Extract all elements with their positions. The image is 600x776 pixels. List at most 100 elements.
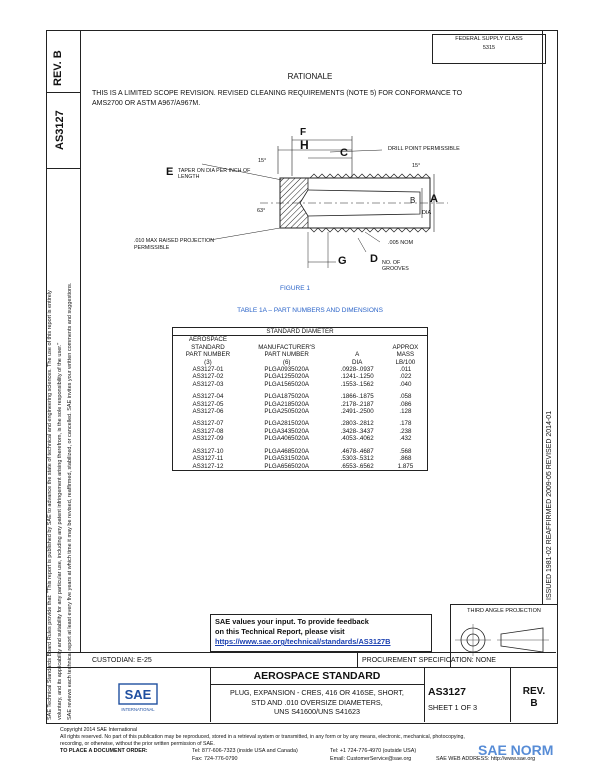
footer-order: TO PLACE A DOCUMENT ORDER:: [60, 748, 148, 754]
part-number-cell: AS3127-06: [171, 408, 243, 416]
table-spacer-row: [171, 415, 428, 421]
mass-cell: .868: [383, 455, 428, 463]
table-spacer-row: [171, 442, 428, 448]
angle-left: 63°: [257, 208, 266, 214]
description-line-2: STD AND .010 OVERSIZE DIAMETERS,: [251, 697, 383, 707]
title-block-divider-1: [210, 667, 211, 722]
diameter-cell: .6553-.6562: [330, 462, 384, 471]
rationale-text: THIS IS A LIMITED SCOPE REVISION. REVISE…: [92, 89, 532, 109]
dim-label-h: H: [300, 138, 309, 152]
figure-1-drawing: [201, 136, 448, 268]
table-spacer-row: [171, 388, 428, 394]
manufacturer-pn-cell: PLGA6565020A: [242, 462, 331, 471]
doc-box-divider: [46, 168, 80, 169]
federal-supply-class-box: FEDERAL SUPPLY CLASS 5315: [432, 34, 546, 64]
table-row: AS3127-06 PLGA2505020A .2491-.2500 .128: [171, 408, 428, 416]
dim-label-b: B: [410, 196, 416, 205]
part-number-cell: AS3127-08: [171, 427, 243, 436]
table-title: TABLE 1A – PART NUMBERS AND DIMENSIONS: [237, 307, 383, 314]
description-line-1: PLUG, EXPANSION - CRES, 416 OR 416SE, SH…: [230, 688, 404, 697]
footer-tel: Tel: 877-606-7323 (inside USA and Canada…: [192, 748, 298, 754]
dia-label: DIA: [422, 210, 432, 216]
footer-email: Email: CustomerService@sae.org: [330, 756, 412, 762]
manufacturer-pn-cell: PLGA3435020A: [264, 427, 310, 435]
part-number-cell: AS3127-01: [171, 366, 243, 374]
standard-title-underline: [210, 684, 424, 685]
rationale-line-2: AMS2700 OR ASTM A967/A967M.: [92, 100, 201, 107]
title-block-divider-top: [357, 652, 358, 667]
manufacturer-pn-cell: PLGA5315020A: [264, 455, 310, 463]
part-number-cell: AS3127-12: [171, 462, 243, 471]
dim-label-c: C: [340, 147, 348, 159]
diameter-cell: .1241-.1250: [340, 373, 374, 381]
part-number-cell: AS3127-11: [171, 455, 243, 463]
federal-supply-class-label: FEDERAL SUPPLY CLASS: [455, 36, 523, 42]
mass-cell: .058: [383, 393, 428, 401]
title-block-top-line: [46, 652, 556, 653]
spacer-cell: [171, 415, 243, 421]
diameter-cell: .5303-.5312: [340, 455, 374, 463]
manufacturer-pn-cell: PLGA1565020A: [264, 380, 310, 388]
spacer-cell: [383, 415, 428, 421]
footer-tel-2: Tel: +1 724-776-4970 (outside USA): [330, 748, 417, 754]
diameter-cell: .2491-.2500: [340, 408, 374, 416]
diameter-cell: .3428-.3437: [340, 427, 374, 435]
third-angle-label: THIRD ANGLE PROJECTION: [467, 608, 541, 614]
table-group-header-row: STANDARD DIAMETER: [172, 326, 428, 337]
feedback-line-2: on this Technical Report, please visit: [215, 627, 345, 636]
title-block-divider-2: [424, 667, 425, 722]
part-number-cell: AS3127-03: [171, 380, 243, 389]
revision-label: REV.: [522, 686, 546, 697]
issue-dates-strip: ISSUED 1981-02 REAFFIRMED 2009-05 REVISE…: [546, 410, 553, 600]
drill-point-note: DRILL POINT PERMISSIBLE: [388, 146, 460, 152]
manufacturer-pn-cell: PLGA2505020A: [264, 408, 310, 416]
standard-title: AEROSPACE STANDARD: [253, 670, 381, 682]
footer-fax: Fax: 724-776-0790: [192, 756, 238, 762]
procurement-text: PROCUREMENT SPECIFICATION: NONE: [362, 657, 496, 664]
manufacturer-pn-cell: PLGA1875020A: [264, 393, 310, 401]
manufacturer-pn-cell: PLGA4065020A: [264, 435, 310, 443]
doc-number-vertical: AS3127: [54, 110, 66, 150]
part-number-cell: AS3127-04: [171, 393, 243, 401]
figure-caption: FIGURE 1: [280, 285, 310, 292]
revision-box: REV. B: [512, 686, 556, 710]
mass-cell: .128: [383, 408, 428, 416]
rev-box-divider: [46, 92, 80, 93]
diameter-cell: .0928-.0937: [340, 366, 374, 374]
page-frame: [46, 30, 558, 724]
diameter-cell: .4053-.4062: [340, 435, 374, 443]
part-number-cell: AS3127-09: [171, 435, 243, 443]
feedback-link[interactable]: https://www.sae.org/technical/standards/…: [215, 637, 391, 646]
footer-copyright: Copyright 2014 SAE International: [60, 727, 137, 733]
diameter-cell: .1553-.1562: [340, 380, 374, 388]
table-row: AS3127-11 PLGA5315020A .5303-.5312 .868: [171, 455, 428, 463]
spacer-cell: [171, 442, 243, 448]
footer-rights: All rights reserved. No part of this pub…: [60, 734, 465, 740]
svg-text:SAE: SAE: [125, 687, 152, 702]
spacer-cell: [383, 388, 428, 394]
part-number-cell: AS3127-10: [171, 447, 243, 456]
mass-cell: .040: [383, 380, 428, 389]
watermark-text: SAE NORM: [478, 742, 554, 758]
dim-label-f: F: [300, 127, 307, 138]
diameter-cell: .1866-.1875: [340, 393, 374, 401]
raised-projection-note: .010 MAX RAISED PROJECTION PERMISSIBLE: [134, 238, 215, 251]
manufacturer-pn-cell: PLGA2815020A: [264, 420, 310, 428]
part-number-cell: AS3127-05: [171, 400, 243, 409]
angle-right: 15°: [412, 163, 421, 169]
manufacturer-pn-cell: PLGA2185020A: [264, 400, 310, 408]
footer-web: SAE WEB ADDRESS: http://www.sae.org: [436, 756, 536, 762]
sae-logo: SAE INTERNATIONAL: [118, 683, 158, 713]
diameter-cell: .2803-.2812: [340, 420, 374, 428]
